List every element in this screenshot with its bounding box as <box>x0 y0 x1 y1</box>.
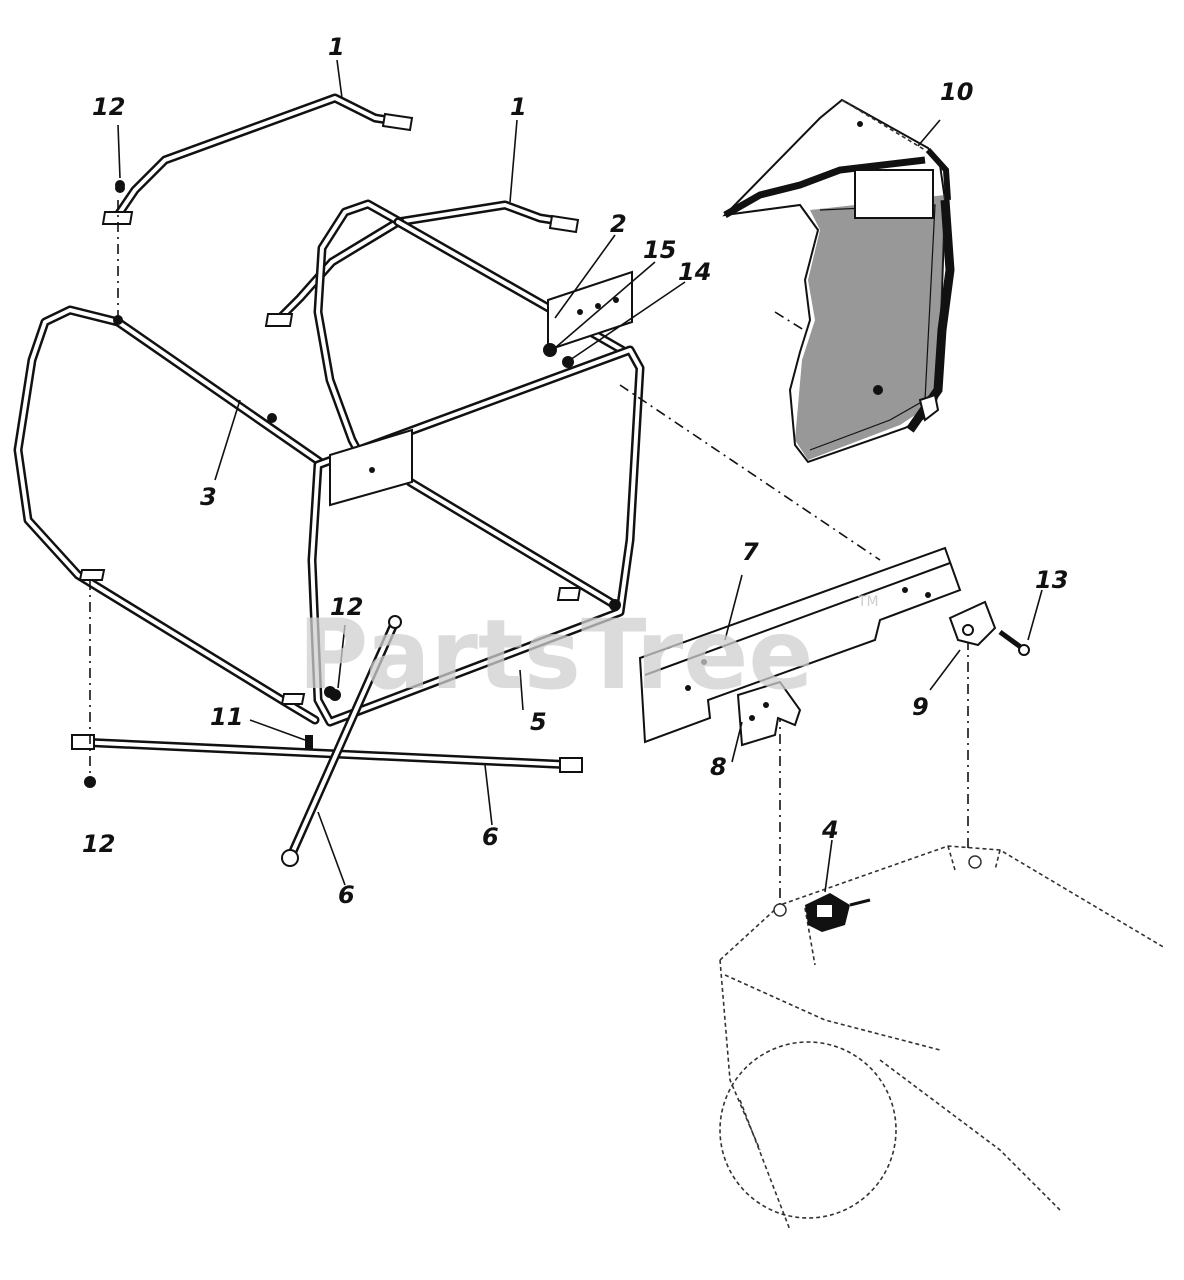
callout-12-bottom: 12 <box>82 830 115 858</box>
part-12-nut-middle <box>329 689 341 701</box>
callout-3: 3 <box>200 483 217 511</box>
callout-9: 9 <box>912 693 929 721</box>
part-3-left-loop-frame <box>13 305 325 725</box>
callout-1-left: 1 <box>328 33 345 61</box>
callout-10: 10 <box>940 78 973 106</box>
part-4-latch <box>805 893 871 932</box>
part-12-nut-bottom <box>84 776 96 788</box>
callout-12-top: 12 <box>92 93 125 121</box>
callout-1-center: 1 <box>510 93 527 121</box>
callout-14: 14 <box>678 258 711 286</box>
callout-11: 11 <box>210 703 243 731</box>
callout-2: 2 <box>610 210 627 238</box>
part-13-bolt <box>998 629 1030 656</box>
callout-6-horizontal: 6 <box>482 823 499 851</box>
part-9-small-bracket <box>948 600 997 647</box>
part-12-nut-top <box>115 183 125 193</box>
tractor-outline <box>719 845 1166 1231</box>
callout-7: 7 <box>742 538 759 566</box>
part-8-hook-bracket <box>736 680 802 747</box>
callout-8: 8 <box>710 753 727 781</box>
leader-lines <box>117 59 1043 893</box>
part-10-grass-bag <box>722 98 955 464</box>
watermark: PartsTree TM <box>298 594 879 711</box>
callout-15: 15 <box>643 236 676 264</box>
callout-12-middle: 12 <box>330 593 363 621</box>
part-1-top-brace-left <box>101 93 414 225</box>
callouts: 1 1 2 3 4 5 6 6 7 8 9 10 11 12 12 12 13 … <box>82 33 1068 909</box>
part-7-mounting-bracket <box>638 546 962 744</box>
callout-6-diagonal: 6 <box>338 881 355 909</box>
part-11-bolt <box>305 735 313 750</box>
part-6-rod-diagonal <box>281 615 402 867</box>
callout-13: 13 <box>1035 566 1068 594</box>
callout-4: 4 <box>821 816 839 844</box>
part-1-top-brace-center <box>264 200 580 327</box>
part-5-front-frame <box>307 270 645 727</box>
part-6-rod-horizontal <box>71 734 583 773</box>
part-15-nut <box>543 343 557 357</box>
watermark-tm: TM <box>857 594 879 610</box>
watermark-text: PartsTree <box>298 599 813 711</box>
callout-5: 5 <box>530 708 547 736</box>
